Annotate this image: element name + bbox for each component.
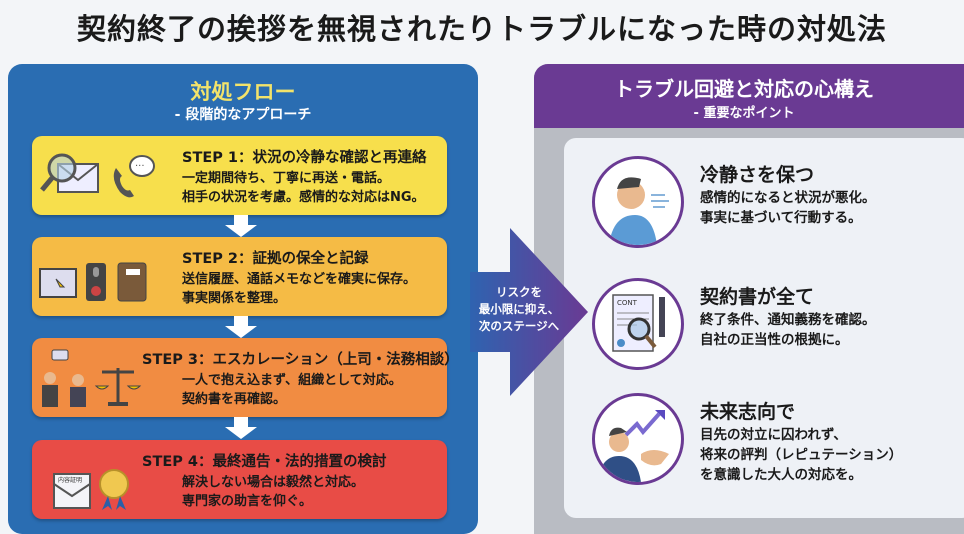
step-desc: 専門家の助言を仰ぐ。	[182, 494, 313, 509]
point-desc: を意識した大人の対応を。	[700, 467, 862, 483]
step-desc: 一人で抱え込まず、組織として対応。	[182, 373, 402, 388]
point-title: 冷静さを保つ	[700, 164, 815, 186]
mindset-heading: トラブル回避と対応の心構え	[614, 77, 874, 101]
point-item: 冷静さを保つ 感情的になると状況が悪化。事実に基づいて行動する。	[564, 156, 964, 266]
flow-subheading: - 段階的なアプローチ	[174, 107, 312, 123]
step-desc: 一定期間待ち、丁寧に再送・電話。	[182, 171, 391, 186]
step-title: STEP 3：エスカレーション（上司・法務相談）	[142, 352, 459, 368]
arrow-text: リスクを	[496, 285, 542, 299]
point-desc: 自社の正当性の根拠に。	[700, 332, 849, 348]
point-item: 未来志向で 目先の対立に囚われず、将来の評判（レピュテーション） を意識した大人の…	[564, 393, 964, 503]
step-2: STEP 2：証拠の保全と記録 送信履歴、通話メモなどを確実に保存。事実関係を整…	[32, 237, 447, 316]
mindset-panel: トラブル回避と対応の心構え - 重要なポイント 冷静さを保つ 感情的になると状況…	[534, 64, 964, 534]
point-title: 未来志向で	[700, 401, 796, 423]
growth-handshake-icon	[597, 410, 669, 482]
step-3: STEP 3：エスカレーション（上司・法務相談） 一人で抱え込まず、組織として対…	[32, 338, 459, 417]
contract-magnifier-icon: CONT	[612, 294, 665, 352]
step-title: STEP 4：最終通告・法的措置の検討	[142, 454, 387, 470]
point-desc: 将来の評判（レピュテーション）	[700, 447, 903, 463]
page-title: 契約終了の挨拶を無視されたりトラブルになった時の対処法	[76, 12, 887, 46]
down-arrow-icon	[225, 417, 257, 439]
step-desc: 相手の状況を考慮。感情的な対応はNG。	[182, 190, 425, 205]
certified-letter-seal-icon: 内容証明	[53, 469, 129, 510]
mindset-subheading: - 重要なポイント	[693, 106, 795, 121]
down-arrow-icon	[225, 215, 257, 237]
step-4: 内容証明 STEP 4：最終通告・法的措置の検討 解決しない場合は毅然と対応。専…	[32, 440, 447, 519]
arrow-text: 次のステージへ	[478, 319, 560, 333]
point-desc: 感情的になると状況が悪化。	[700, 190, 876, 206]
point-desc: 終了条件、通知義務を確認。	[700, 312, 876, 328]
point-desc: 事実に基づいて行動する。	[700, 210, 862, 226]
step-title: STEP 2：証拠の保全と記録	[182, 251, 369, 267]
mindset-header: トラブル回避と対応の心構え - 重要なポイント	[534, 64, 964, 128]
point-desc: 目先の対立に囚われず、	[700, 427, 847, 443]
step-desc: 解決しない場合は毅然と対応。	[182, 475, 365, 490]
handshake-scales-icon	[42, 349, 142, 407]
arrow-text: 最小限に抑え、	[478, 302, 560, 316]
step-desc: 送信履歴、通話メモなどを確実に保存。	[182, 272, 417, 287]
step-1: ··· STEP 1：状況の冷静な確認と再連絡 一定期間待ち、丁寧に再送・電話。…	[32, 136, 447, 215]
transition-arrow	[470, 228, 588, 396]
flow-panel: 対処フロー - 段階的なアプローチ ··· STEP 1：状況の冷静な確認と再連…	[8, 64, 478, 534]
point-title: 契約書が全て	[700, 286, 815, 308]
calm-breathing-person-icon	[609, 177, 669, 245]
step-desc: 契約書を再確認。	[182, 392, 287, 407]
points-card: 冷静さを保つ 感情的になると状況が悪化。事実に基づいて行動する。 CONT 契約…	[564, 138, 964, 518]
flow-heading: 対処フロー	[190, 80, 296, 104]
certified-mail-label: 内容証明	[58, 476, 82, 484]
step-desc: 事実関係を整理。	[182, 291, 287, 306]
down-arrow-icon	[225, 316, 257, 338]
mail-search-phone-icon: ···	[40, 153, 155, 198]
svg-text:···: ···	[135, 161, 145, 172]
computer-recorder-notebook-icon	[39, 262, 147, 302]
step-title: STEP 1：状況の冷静な確認と再連絡	[182, 150, 427, 166]
contract-icon-label: CONT	[617, 299, 638, 307]
point-item: CONT 契約書が全て 終了条件、通知義務を確認。自社の正当性の根拠に。	[564, 278, 964, 388]
